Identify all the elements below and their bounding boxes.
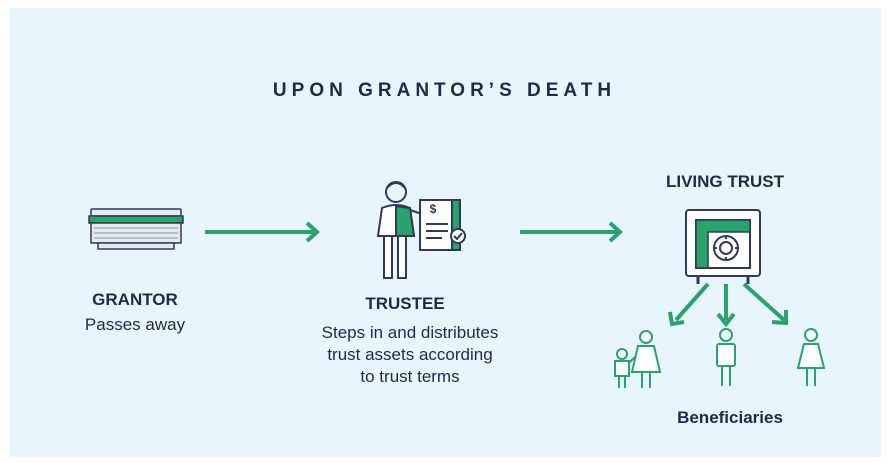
grantor-title: GRANTOR — [92, 290, 178, 309]
trustee-title: TRUSTEE — [365, 294, 445, 313]
diagram-heading: UPON GRANTOR’S DEATH — [272, 80, 617, 101]
arrow-right-icon — [520, 221, 623, 243]
man-icon — [716, 328, 736, 386]
dollar-sign: $ — [429, 202, 437, 216]
adult-with-child-icon — [614, 330, 662, 388]
grantor-desc: Passes away — [84, 315, 186, 334]
trustee-desc-line: to trust terms — [360, 367, 460, 386]
trustee-desc-line: trust assets according — [327, 345, 493, 364]
beneficiaries-label: Beneficiaries — [677, 408, 783, 427]
trustee-desc-line: Steps in and distributes — [321, 323, 499, 342]
trustee-desc: Steps in and distributes trust assets ac… — [285, 322, 535, 388]
living-trust-title: LIVING TRUST — [665, 172, 785, 191]
woman-icon — [796, 328, 826, 386]
trustee-with-document-icon — [376, 181, 466, 279]
arrow-right-icon — [205, 221, 320, 243]
safe-icon — [685, 209, 761, 284]
casket-icon — [88, 208, 184, 250]
branch-arrows — [668, 282, 788, 328]
